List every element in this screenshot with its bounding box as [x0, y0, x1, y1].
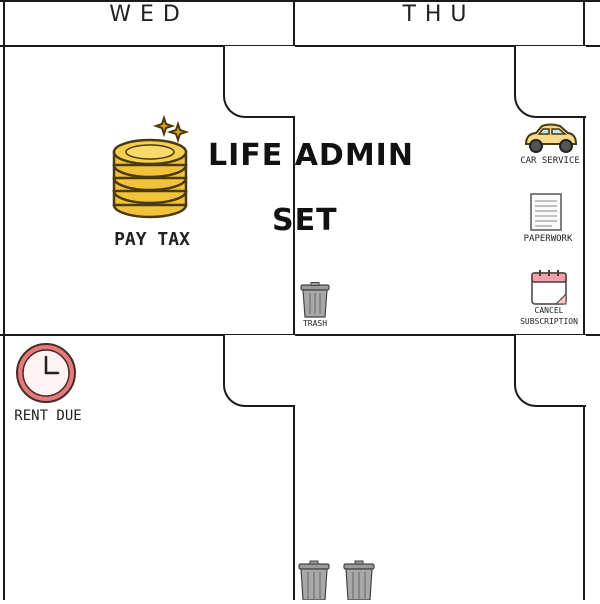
trash-can-icon [300, 282, 330, 318]
grid-column-divider [293, 0, 295, 600]
trash-label: TRASH [302, 319, 328, 328]
date-corner-box[interactable] [514, 46, 586, 118]
coin-stack-icon [112, 114, 190, 219]
paperwork-label: PAPERWORK [523, 234, 573, 244]
date-corner-box[interactable] [514, 335, 586, 407]
grid-column-left [3, 0, 5, 600]
date-corner-box[interactable] [223, 335, 295, 407]
cancel-subscription-sticker[interactable]: CANCEL SUBSCRIPTION [514, 268, 584, 332]
trash-can-pair[interactable] [298, 560, 382, 601]
car-icon [524, 123, 578, 153]
sheet-title-line1: LIFE ADMIN [208, 138, 414, 173]
calendar-icon [531, 270, 567, 305]
sheet-title-line2: SET [272, 203, 338, 238]
grid-column-right [583, 0, 585, 600]
document-icon [530, 193, 562, 231]
rent-due-sticker[interactable]: RENT DUE [6, 340, 90, 426]
grid-row-divider [0, 334, 600, 336]
date-corner-box[interactable] [223, 46, 295, 118]
car-service-label: CAR SERVICE [520, 156, 580, 166]
day-header-wed: WED [109, 2, 189, 27]
subscription-label: SUBSCRIPTION [520, 317, 578, 326]
cancel-label: CANCEL [534, 306, 564, 315]
trash-sticker[interactable]: TRASH [298, 282, 332, 332]
pay-tax-label: PAY TAX [100, 229, 204, 251]
rent-due-label: RENT DUE [6, 408, 90, 425]
day-header-thu: THU [402, 2, 476, 27]
car-service-sticker[interactable]: CAR SERVICE [516, 122, 584, 172]
clock-icon [16, 343, 76, 403]
coin-stack-sticker[interactable]: PAY TAX [100, 108, 204, 258]
grid-header-divider [0, 45, 600, 47]
paperwork-sticker[interactable]: PAPERWORK [514, 192, 582, 248]
grid-top-border [0, 0, 600, 2]
trash-can-icon [298, 560, 375, 601]
